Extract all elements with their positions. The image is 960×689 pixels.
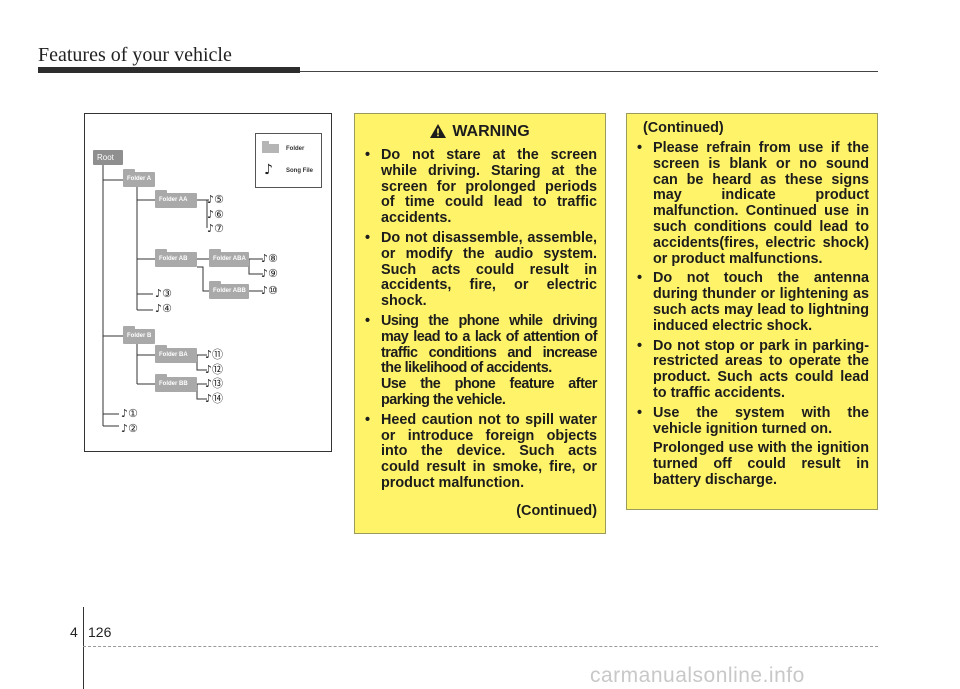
music-note-icon: ♪ [155, 302, 163, 315]
folder-bb: Folder BB [155, 374, 197, 392]
song-file: ♪④ [155, 302, 172, 315]
music-note-icon: ♪ [205, 392, 213, 405]
music-note-icon: ♪ [261, 267, 269, 280]
music-note-icon: ♪ [205, 348, 213, 361]
continued-label: (Continued) [516, 503, 597, 519]
folder-aa: Folder AA [155, 190, 197, 208]
music-note-icon: ♪ [261, 252, 269, 265]
diagram-legend: Folder ♪ Song File [255, 133, 322, 188]
music-note-icon: ♪ [205, 363, 213, 376]
warning-triangle-icon [430, 124, 447, 138]
warning-list: •Do not stare at the screen while drivin… [365, 147, 598, 496]
song-file: ♪② [121, 422, 138, 435]
music-note-icon: ♪ [205, 377, 213, 390]
music-note-icon: ♪ [121, 407, 129, 420]
music-note-icon: ♪ [121, 422, 129, 435]
folder-b: Folder B [123, 326, 155, 344]
warning-heading: WARNING [355, 122, 605, 141]
music-note-icon: ♪ [264, 162, 273, 178]
song-file: ♪⑩ [261, 284, 278, 297]
song-file: ♪⑦ [207, 222, 224, 235]
warning-item: •Do not stare at the screen while drivin… [365, 147, 597, 227]
song-file: ♪⑨ [261, 267, 278, 280]
folder-abb: Folder ABB [209, 281, 249, 299]
header-rule [300, 71, 878, 72]
warning-item: •Using the phone while driving may lead … [365, 312, 598, 408]
music-note-icon: ♪ [207, 222, 215, 235]
folder-tree-diagram: Root Folder A Folder AA Folder AB Folder… [84, 113, 332, 452]
legend-song-label: Song File [286, 168, 313, 174]
warning-box: WARNING •Do not stare at the screen whil… [354, 113, 606, 534]
song-file: ♪③ [155, 287, 172, 300]
music-note-icon: ♪ [207, 208, 215, 221]
warning-item: •Please refrain from use if the screen i… [637, 140, 869, 267]
footer-vertical-rule [83, 607, 84, 689]
folder-a: Folder A [123, 169, 155, 187]
folder-aba: Folder ABA [209, 249, 249, 267]
header-bar [38, 67, 300, 73]
folder-ab: Folder AB [155, 249, 197, 267]
tree-connectors [102, 164, 263, 427]
music-note-icon: ♪ [207, 193, 215, 206]
folder-icon [262, 141, 279, 153]
page-header-title: Features of your vehicle [38, 44, 232, 66]
warning-item: •Use the system with the vehicle ignitio… [637, 404, 869, 488]
warning-item: •Do not disassemble, assemble, or modify… [365, 229, 597, 310]
song-file: ♪⑫ [205, 363, 224, 376]
page-number: 126 [88, 624, 112, 640]
continued-list: •Please refrain from use if the screen i… [637, 140, 869, 493]
warning-item: •Do not touch the antenna during thunder… [637, 270, 869, 334]
music-note-icon: ♪ [155, 287, 163, 300]
warning-continued-box: (Continued) •Please refrain from use if … [626, 113, 878, 510]
warning-title: WARNING [452, 123, 530, 140]
song-file: ♪⑤ [207, 193, 224, 206]
song-file: ♪⑧ [261, 252, 278, 265]
legend-folder-label: Folder [286, 146, 305, 152]
folder-ba: Folder BA [155, 345, 197, 363]
section-number: 4 [70, 624, 78, 640]
footer-dashed-rule [83, 646, 878, 647]
continued-heading: (Continued) [643, 120, 724, 136]
watermark: carmanualsonline.info [590, 664, 805, 687]
song-file: ♪⑬ [205, 377, 224, 390]
song-file: ♪① [121, 407, 138, 420]
song-file: ♪⑭ [205, 392, 224, 405]
warning-item: •Do not stop or park in parking-restrict… [637, 337, 869, 401]
music-note-icon: ♪ [261, 284, 269, 297]
song-file: ♪⑪ [205, 348, 224, 361]
folder-root: Root [93, 150, 123, 165]
song-file: ♪⑥ [207, 208, 224, 221]
warning-item: •Heed caution not to spill water or intr… [365, 411, 597, 491]
